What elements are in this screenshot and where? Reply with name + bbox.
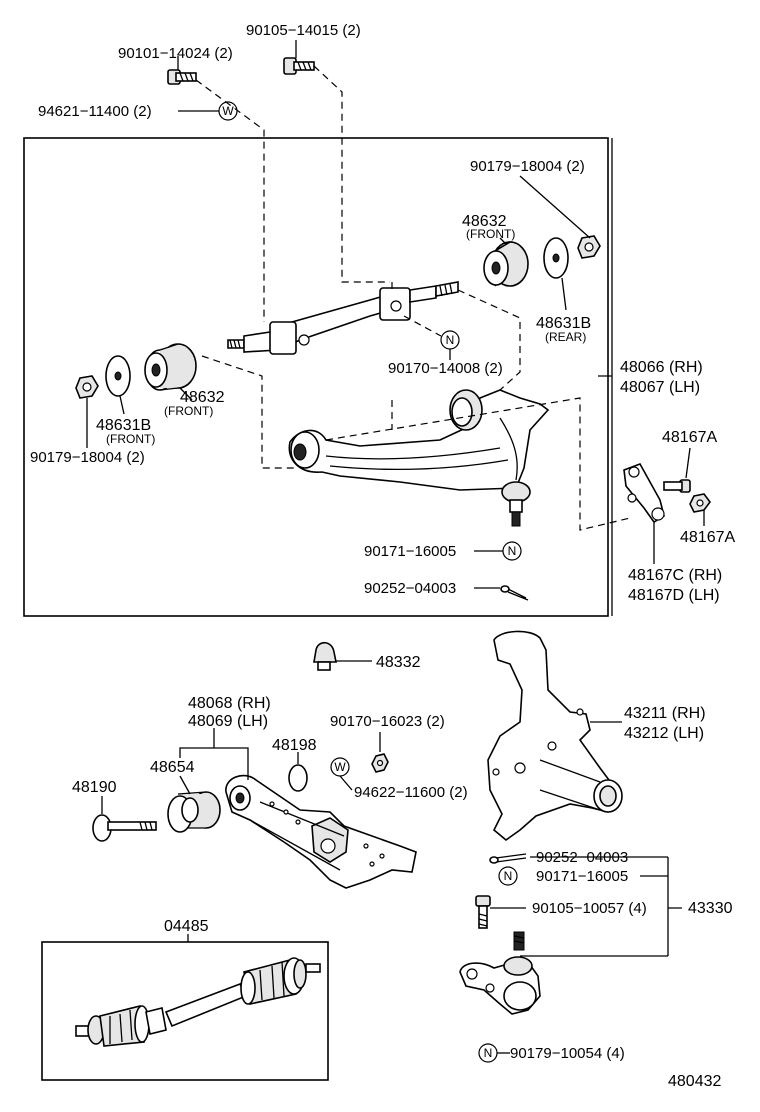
nut-mark-text-1: N [446,333,455,347]
bolt-90105-10057 [475,895,491,929]
bushing-kit-04485 [75,957,321,1047]
label-48190: 48190 [72,779,117,796]
washer-mark-text-2: W [334,760,346,774]
label-48067: 48067 (LH) [620,379,700,396]
label-90105-14015: 90105−14015 (2) [246,22,361,39]
label-43211: 43211 (RH) [624,705,706,722]
label-90179-18004-top: 90179−18004 (2) [470,158,585,175]
nut-mark-text-4: N [484,1046,493,1060]
label-94622-11600: 94622−11600 (2) [354,784,468,801]
bolt-48190 [92,814,157,842]
label-48631b-rear: 48631B [536,315,591,332]
label-90105-10057: 90105−10057 (4) [532,900,647,917]
washer-48631b-rear [543,237,569,279]
bushing-kit-frame [41,941,329,1081]
bracket-48066 [598,138,613,616]
bushing-48632-front-left [144,343,197,391]
bushing-48198 [288,764,308,792]
label-90171-16005-bottom: 90171−16005 [536,868,628,885]
label-48632-left: 48632 [180,389,225,406]
leader-48167a-1 [685,447,691,479]
cotter-pin-top [500,585,529,601]
leader-48654 [179,775,191,795]
label-48167a-1: 48167A [662,429,717,446]
guide-dash-5 [201,355,296,469]
ball-joint-43330 [459,931,541,1015]
washer-symbol-top: W [218,101,238,121]
bolt-90101-14024 [167,69,197,85]
nut-symbol-bottom: N [478,1043,498,1063]
guide-dash-3 [403,315,442,337]
bracket-43330 [520,857,682,957]
label-90170-16023: 90170−16023 (2) [330,713,445,730]
label-48632-top-front: (FRONT) [466,227,515,241]
label-90252-04003-top: 90252−04003 [364,580,456,597]
nut-90179-18004-top [577,235,601,259]
label-90179-18004-bottom: 90179−18004 (2) [30,449,145,466]
upper-control-arm [288,389,550,527]
washer-48631b-front [105,355,131,397]
cotter-pin-bottom [489,853,527,864]
bushing-48654 [167,791,221,833]
label-48332: 48332 [376,654,421,671]
label-90252-04003-bottom: 90252−04003 [536,849,628,866]
label-43212: 43212 (LH) [624,725,704,742]
nut-90179-18004-bottom [75,375,99,399]
bolt-90105-14015 [283,57,315,75]
label-90171-16005-top: 90171−16005 [364,543,456,560]
leader-48631b-front [119,395,125,415]
bolt-48167a-1 [663,479,691,493]
label-90170-14008: 90170−14008 (2) [388,360,503,377]
label-48631b-rear-sub: (REAR) [545,330,586,344]
label-48632-top: 48632 [462,213,507,230]
steering-knuckle-43211 [487,630,623,842]
label-48631b-front-sub: (FRONT) [106,432,155,446]
leader-48631b-rear [561,277,567,311]
nut-90170-16023 [371,753,389,773]
bushing-48632-front-right [483,241,529,287]
guide-dash-2 [313,65,390,283]
leader-94622 [339,775,353,791]
label-48631b-front: 48631B [96,417,151,434]
nut-mark-text-2: N [508,544,517,558]
label-48167c: 48167C (RH) [628,567,722,584]
label-48066: 48066 (RH) [620,359,703,376]
lower-control-arm-48068 [225,774,417,889]
label-48069: 48069 (LH) [188,713,268,730]
nut-symbol-lower: N [498,866,518,886]
guide-dash-1 [195,79,265,322]
label-04485: 04485 [164,918,209,935]
label-48198: 48198 [272,737,317,754]
nut-symbol-center: N [502,541,522,561]
label-43330: 43330 [688,900,733,917]
leader-48632-right [499,237,507,245]
label-90101-14024: 90101−14024 (2) [118,45,233,62]
washer-symbol-lower: W [330,757,350,777]
leader-48632-left [179,387,193,401]
label-48167a-2: 48167A [680,529,735,546]
label-diagram-number: 480432 [668,1073,721,1090]
nut-symbol-shaft: N [440,330,460,350]
label-48632-left-front: (FRONT) [164,404,213,418]
guide-dash-4 [457,289,521,391]
upper-arm-assembly-frame [23,137,609,617]
upper-arm-shaft [227,281,459,355]
label-48167d: 48167D (LH) [628,587,720,604]
label-90179-10054: 90179−10054 (4) [510,1045,625,1062]
bump-stopper-48332 [313,641,337,671]
nut-48167a-2 [689,493,711,513]
washer-mark-text: W [222,104,234,118]
link-48167c [623,463,665,524]
leader-90179-top [519,175,591,239]
label-94621-11400: 94621−11400 (2) [38,103,152,120]
nut-mark-text-3: N [504,869,513,883]
label-48654: 48654 [150,759,195,776]
label-48068: 48068 (RH) [188,695,271,712]
